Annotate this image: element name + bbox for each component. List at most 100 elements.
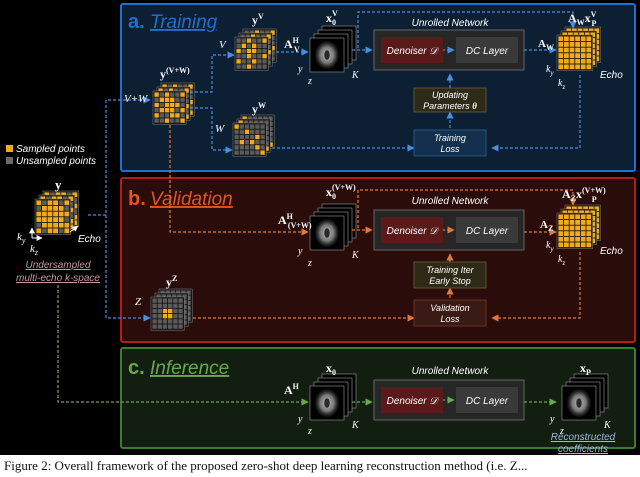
split-label-z: Z — [135, 296, 142, 308]
unsampled-point — [186, 306, 191, 311]
unsampled-point — [174, 88, 179, 93]
sampled-point — [246, 48, 252, 54]
svg-text:Echo: Echo — [600, 246, 623, 257]
sampled-point — [36, 228, 42, 234]
sampled-point — [580, 225, 586, 231]
unsampled-point — [180, 113, 185, 118]
sampled-point — [58, 222, 64, 228]
unsampled-point — [178, 319, 183, 324]
unsampled-point — [168, 319, 173, 324]
training-denoiser-block — [381, 37, 443, 63]
unsampled-point — [157, 314, 162, 319]
unsampled-point — [156, 294, 161, 299]
unsampled-point — [244, 145, 250, 150]
unsampled-point — [173, 314, 178, 319]
sampled-point — [580, 53, 586, 58]
split-arrows — [105, 215, 151, 322]
unsampled-point — [157, 319, 162, 324]
sampled-point — [64, 200, 70, 206]
sampled-point — [252, 59, 257, 64]
unsampled-point — [178, 303, 183, 308]
sampled-point — [586, 225, 592, 231]
sampled-point — [266, 50, 271, 55]
unsampled-point — [64, 206, 70, 211]
sampled-point — [569, 236, 575, 242]
sampled-point — [170, 113, 175, 118]
sampled-point — [586, 242, 592, 248]
sampled-point — [580, 42, 586, 47]
sampled-point — [564, 214, 569, 220]
output-caption-line2: coefficients — [558, 444, 608, 455]
label-az-xp: AZx(V+W)P — [562, 186, 606, 204]
unsampled-point — [270, 51, 275, 56]
sampled-point — [558, 231, 564, 236]
sampled-point — [47, 217, 53, 222]
unsampled-point — [152, 308, 157, 314]
unsampled-point — [257, 48, 262, 54]
sampled-point — [569, 231, 575, 236]
sampled-point — [164, 102, 170, 108]
sampled-point — [558, 242, 564, 248]
unsampled-point — [252, 116, 258, 121]
inference-panel-letter: c. — [128, 357, 145, 379]
unsampled-point — [257, 43, 262, 48]
unsampled-point — [152, 303, 157, 308]
sampled-point — [575, 220, 580, 225]
output-caption-line1: Reconstructed — [551, 432, 616, 443]
unsampled-point — [264, 130, 269, 136]
unsampled-point — [255, 150, 260, 155]
sampled-point — [575, 64, 580, 70]
svg-text:z: z — [307, 76, 312, 87]
unsampled-point — [180, 97, 185, 102]
sampled-point — [586, 236, 592, 242]
svg-text:y: y — [297, 64, 303, 75]
unsampled-point — [159, 118, 164, 123]
sampled-point — [53, 222, 58, 228]
unsampled-point — [163, 88, 168, 93]
svg-text:Early Stop: Early Stop — [429, 276, 471, 286]
unsampled-point — [182, 320, 187, 325]
sampled-point — [168, 88, 174, 93]
sampled-point — [164, 92, 170, 97]
unsampled-point — [270, 35, 275, 40]
unsampled-point — [177, 294, 182, 299]
sampled-point — [236, 48, 241, 54]
sampled-point — [53, 228, 58, 234]
svg-text:z: z — [307, 258, 312, 269]
sampled-point — [586, 214, 592, 220]
sampled-point — [168, 308, 173, 314]
unsampled-point — [244, 150, 250, 155]
sampled-point — [564, 64, 569, 70]
unsampled-point — [250, 129, 255, 134]
unsampled-point — [255, 124, 260, 129]
unsampled-point — [260, 124, 265, 129]
unsampled-point — [262, 48, 267, 54]
unsampled-point — [234, 129, 239, 134]
validation-denoiser-block — [381, 217, 443, 243]
unsampled-point — [234, 145, 239, 150]
validation-panel-title: Validation — [150, 189, 233, 210]
unsampled-point — [176, 290, 181, 295]
training-output-kspace-stack — [556, 26, 601, 71]
unsampled-point — [159, 102, 164, 108]
unsampled-point — [243, 120, 248, 125]
sampled-point — [558, 58, 564, 64]
unsampled-point — [168, 298, 173, 303]
unsampled-point — [234, 150, 239, 155]
svg-text:kz: kz — [558, 78, 565, 91]
sampled-point — [58, 211, 64, 217]
inference-input-image-stack — [309, 373, 357, 421]
unsampled-point — [261, 34, 266, 39]
unsampled-point — [182, 299, 187, 304]
svg-text:y: y — [297, 414, 303, 425]
validation-image-stack — [309, 203, 357, 251]
unsampled-point — [175, 108, 180, 113]
sampled-point — [238, 120, 243, 125]
unsampled-point — [260, 145, 265, 150]
unsampled-point — [152, 319, 157, 324]
sampled-point — [569, 47, 575, 53]
sampled-point — [580, 64, 586, 70]
sampled-point — [558, 47, 564, 53]
training-panel-letter: a. — [128, 11, 145, 33]
